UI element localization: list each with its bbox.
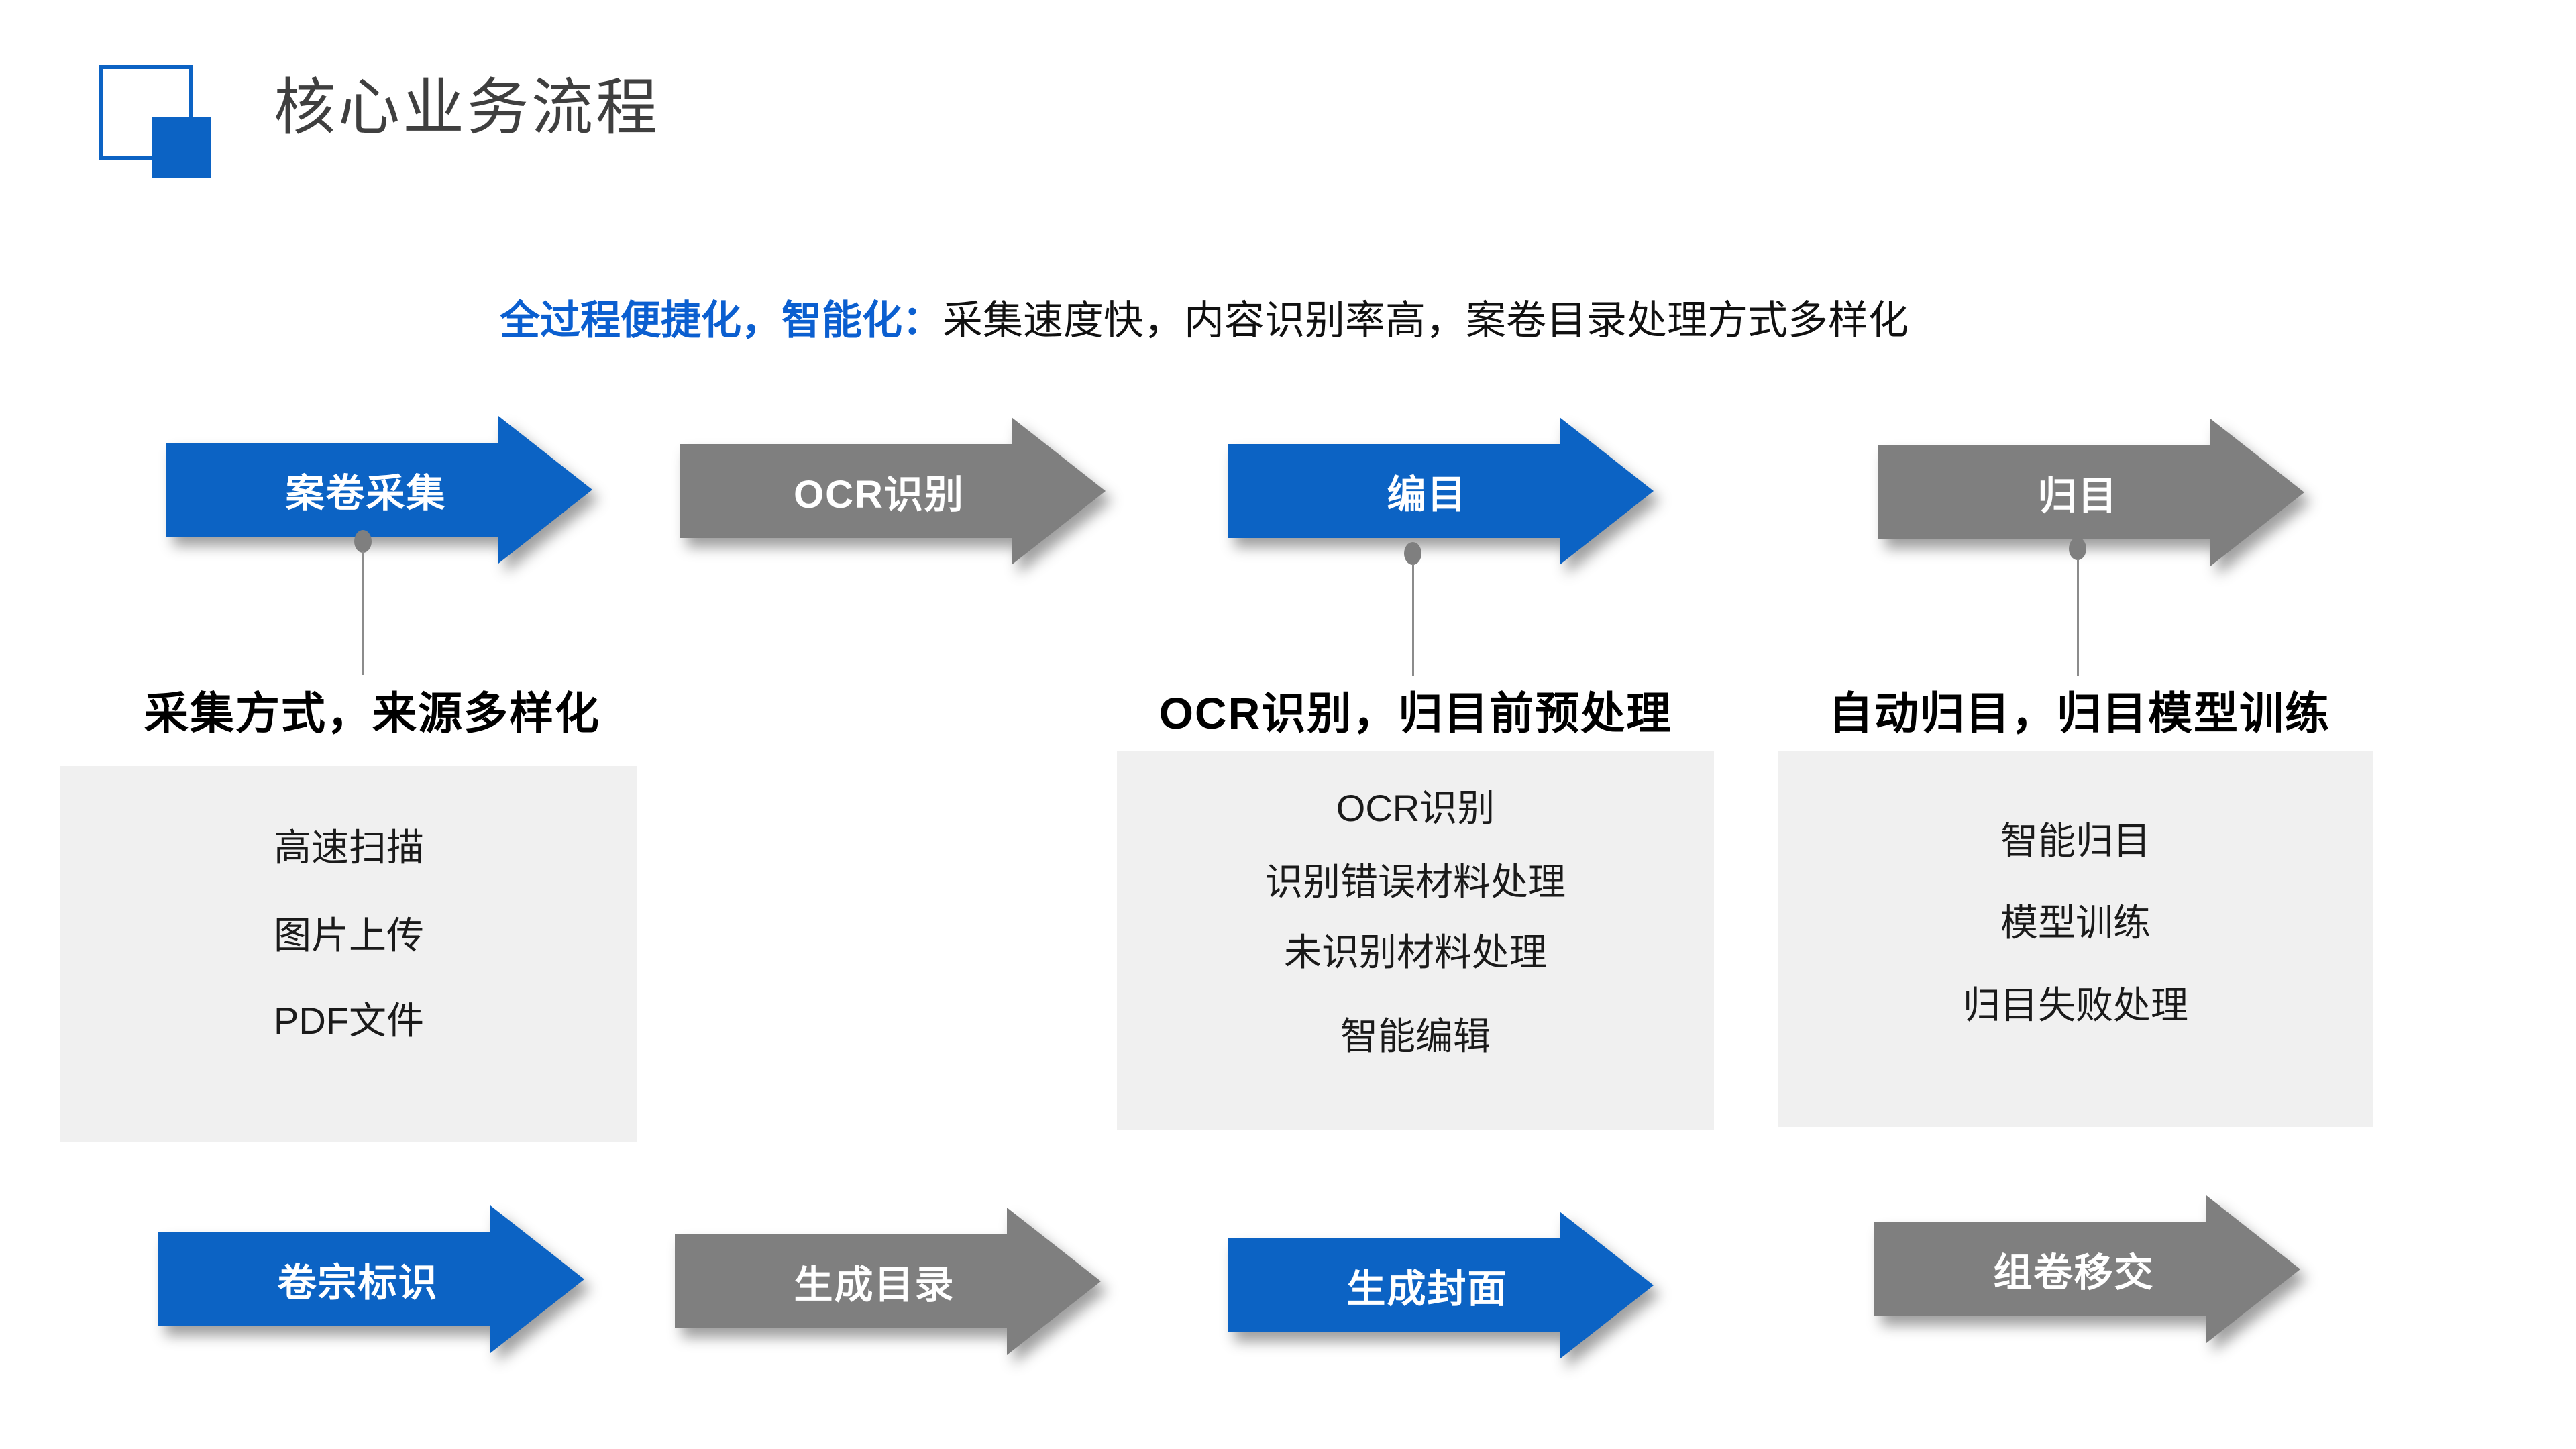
flow-step-label: 生成目录: [794, 1263, 955, 1307]
arrow-shape-icon: [158, 1205, 584, 1353]
flow-step-generate-cover: 生成封面: [1228, 1212, 1654, 1359]
arrow-shape-icon: [1874, 1195, 2300, 1343]
subtitle-highlight: 全过程便捷化，智能化：: [500, 298, 943, 343]
callout-box-collection: 高速扫描 图片上传 PDF文件: [60, 766, 637, 1142]
list-item: 未识别材料处理: [1284, 931, 1547, 973]
connector-line: [362, 551, 364, 675]
arrow-shape-icon: [1878, 419, 2304, 566]
flow-step-label: OCR识别: [794, 473, 965, 517]
list-item: 图片上传: [274, 914, 424, 957]
callout-box-ocr: OCR识别 识别错误材料处理 未识别材料处理 智能编辑: [1117, 751, 1714, 1130]
list-item: 归目失败处理: [1963, 984, 2188, 1026]
subtitle: 全过程便捷化，智能化：采集速度快，内容识别率高，案卷目录处理方式多样化: [500, 297, 1909, 345]
list-item: 智能编辑: [1340, 1015, 1491, 1057]
arrow-shape-icon: [680, 417, 1106, 565]
flow-step-label: 生成封面: [1346, 1267, 1508, 1311]
flow-step-label: 编目: [1387, 473, 1468, 517]
flow-step-label: 归目: [2037, 474, 2118, 518]
subtitle-rest: 采集速度快，内容识别率高，案卷目录处理方式多样化: [943, 298, 1909, 343]
flow-step-filing: 归目: [1878, 419, 2304, 566]
connector-line: [1412, 564, 1414, 676]
callout-heading-ocr: OCR识别，归目前预处理: [1159, 688, 1672, 738]
connector-line: [2077, 559, 2079, 676]
arrow-shape-icon: [1228, 417, 1654, 565]
connector-dot-icon: [1404, 542, 1421, 565]
list-item: OCR识别: [1336, 787, 1495, 829]
flow-step-generate-toc: 生成目录: [675, 1208, 1101, 1355]
connector-dot-icon: [2069, 537, 2086, 560]
flow-step-ocr: OCR识别: [680, 417, 1106, 565]
logo-filled-square-icon: [152, 117, 211, 178]
flow-step-label: 卷宗标识: [277, 1261, 439, 1305]
connector-dot-icon: [354, 530, 372, 553]
flow-step-dossier-labeling: 卷宗标识: [158, 1205, 584, 1353]
list-item: 模型训练: [2000, 902, 2151, 944]
callout-heading-auto-filing: 自动归目，归目模型训练: [1829, 688, 2330, 738]
list-item: 高速扫描: [274, 826, 424, 869]
flow-step-label: 组卷移交: [1993, 1251, 2155, 1295]
list-item: PDF文件: [274, 1000, 424, 1042]
arrow-shape-icon: [1228, 1212, 1654, 1359]
flow-step-cataloging: 编目: [1228, 417, 1654, 565]
list-item: 识别错误材料处理: [1265, 861, 1566, 903]
page-title: 核心业务流程: [274, 74, 661, 142]
arrow-shape-icon: [166, 416, 592, 564]
flow-step-volume-transfer: 组卷移交: [1874, 1195, 2300, 1343]
list-item: 智能归目: [2000, 820, 2151, 862]
callout-box-auto-filing: 智能归目 模型训练 归目失败处理: [1778, 751, 2373, 1127]
arrow-shape-icon: [675, 1208, 1101, 1355]
flow-step-case-collection: 案卷采集: [166, 416, 592, 564]
flow-step-label: 案卷采集: [285, 472, 447, 515]
logo-outline-square-icon: [99, 65, 193, 160]
callout-heading-collection: 采集方式，来源多样化: [144, 688, 600, 738]
